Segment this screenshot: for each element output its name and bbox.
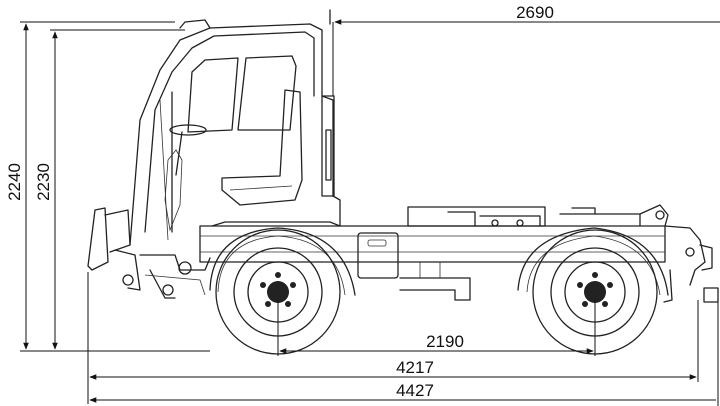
dim-cab-to-end-label: 2690	[516, 3, 554, 22]
dim-frame-length-label: 4217	[396, 358, 434, 377]
dim-total-height-label: 2240	[5, 163, 24, 201]
steering-wheel	[169, 124, 207, 136]
dim-total-length-label: 4427	[396, 381, 434, 400]
front-wheel	[209, 227, 356, 355]
driver-seat	[221, 89, 303, 206]
dimension-lines: 2240 2230 2690 2190 4217	[5, 3, 720, 406]
cab	[129, 9, 341, 246]
dim-total-height: 2240	[5, 21, 210, 352]
side-toolbox	[357, 232, 399, 279]
dim-cab-height: 2230	[34, 29, 185, 350]
dim-cab-height-label: 2230	[34, 163, 53, 201]
dim-frame-length: 4217	[87, 272, 699, 404]
dim-cab-to-end: 2690	[332, 3, 720, 96]
dim-wheelbase-label: 2190	[426, 332, 464, 351]
rear-hitch	[663, 225, 719, 303]
dim-total-length: 4427	[89, 302, 719, 406]
dim-wheelbase: 2190	[277, 300, 596, 356]
front-implement	[87, 207, 211, 299]
vehicle-side-view	[87, 9, 719, 355]
rear-wheel	[517, 227, 669, 355]
